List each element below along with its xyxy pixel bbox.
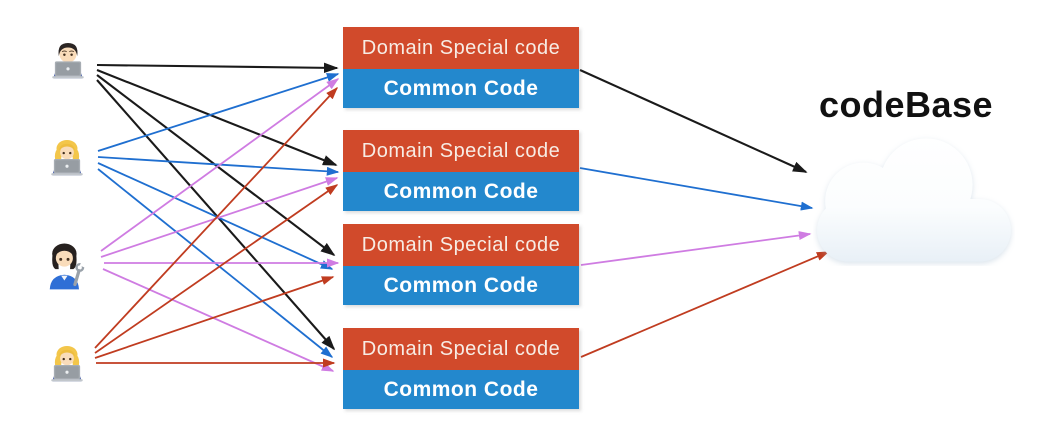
arrow-developer-4-to-box-1 bbox=[94, 86, 338, 349]
domain-special-code-label: Domain Special code bbox=[361, 139, 561, 162]
woman-mechanic-icon bbox=[49, 243, 87, 290]
arrow-developer-2-to-box-1 bbox=[97, 73, 340, 152]
person-developer-1 bbox=[47, 32, 89, 88]
common-code-bar: Common Code bbox=[343, 172, 579, 211]
woman-technologist-icon bbox=[51, 345, 83, 382]
common-code-bar: Common Code bbox=[343, 69, 579, 108]
arrow-developer-4-to-box-2 bbox=[94, 184, 339, 354]
domain-special-code-label: Domain Special code bbox=[361, 337, 561, 360]
domain-special-code-bar: Domain Special code bbox=[343, 27, 579, 69]
common-code-bar: Common Code bbox=[343, 370, 579, 409]
code-box-4: Domain Special code Common Code bbox=[343, 328, 579, 409]
woman-technologist-icon bbox=[51, 139, 83, 176]
man-technologist-icon bbox=[52, 42, 84, 79]
codebase-title: codeBase bbox=[818, 84, 994, 125]
common-code-label: Common Code bbox=[383, 377, 539, 401]
arrow-developer-1-to-box-4 bbox=[96, 79, 336, 351]
common-code-label: Common Code bbox=[383, 76, 539, 100]
domain-special-code-bar: Domain Special code bbox=[343, 328, 579, 370]
domain-special-code-bar: Domain Special code bbox=[343, 224, 579, 266]
arrow-developer-1-to-box-1 bbox=[96, 62, 339, 74]
person-developer-4 bbox=[46, 334, 88, 392]
domain-special-code-bar: Domain Special code bbox=[343, 130, 579, 172]
common-code-label: Common Code bbox=[383, 179, 539, 203]
arrow-developer-3-to-box-2 bbox=[100, 177, 339, 258]
arrow-developer-2-to-box-3 bbox=[97, 162, 334, 270]
domain-special-code-label: Domain Special code bbox=[361, 36, 561, 59]
code-box-3: Domain Special code Common Code bbox=[343, 224, 579, 305]
arrow-developer-1-to-box-2 bbox=[96, 69, 338, 166]
code-box-2: Domain Special code Common Code bbox=[343, 130, 579, 211]
arrow-box-3-to-cloud bbox=[580, 231, 812, 266]
arrow-developer-3-to-box-4 bbox=[102, 268, 335, 372]
arrow-box-2-to-cloud bbox=[579, 167, 814, 211]
person-developer-3 bbox=[40, 229, 92, 301]
code-box-1: Domain Special code Common Code bbox=[343, 27, 579, 108]
arrow-developer-2-to-box-2 bbox=[97, 156, 340, 176]
common-code-label: Common Code bbox=[383, 273, 539, 297]
arrow-developer-3-to-box-1 bbox=[100, 78, 340, 252]
arrow-box-4-to-cloud bbox=[580, 251, 830, 358]
arrow-box-1-to-cloud bbox=[579, 69, 808, 173]
arrow-developer-4-to-box-3 bbox=[94, 276, 335, 359]
common-code-bar: Common Code bbox=[343, 266, 579, 305]
domain-special-code-label: Domain Special code bbox=[361, 233, 561, 256]
person-developer-2 bbox=[46, 128, 88, 186]
cloud-icon bbox=[813, 134, 1015, 266]
